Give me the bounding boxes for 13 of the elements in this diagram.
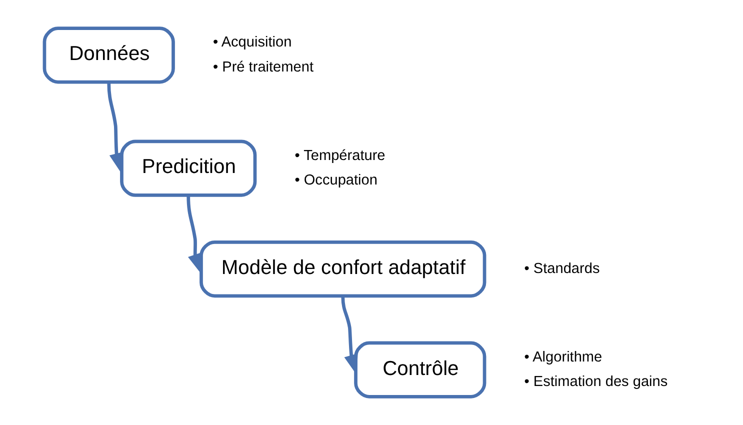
node-box: Contrôle <box>354 341 486 398</box>
node-label: • Estimation des gains <box>524 374 668 390</box>
node-label: • Acquisition <box>212 34 292 51</box>
node-label: • Algorithme <box>524 349 602 366</box>
node-label: • Standards <box>524 260 600 277</box>
node-label: • Température <box>294 148 385 164</box>
node-label: • Occupation <box>294 172 377 188</box>
arrow <box>106 83 123 174</box>
node-box: Modèle de confort adaptatif <box>199 240 486 298</box>
node-box: Données <box>42 26 174 84</box>
arrow <box>186 196 201 274</box>
node-box: Predicition <box>120 140 256 197</box>
node-label: • Pré traitement <box>212 59 313 76</box>
